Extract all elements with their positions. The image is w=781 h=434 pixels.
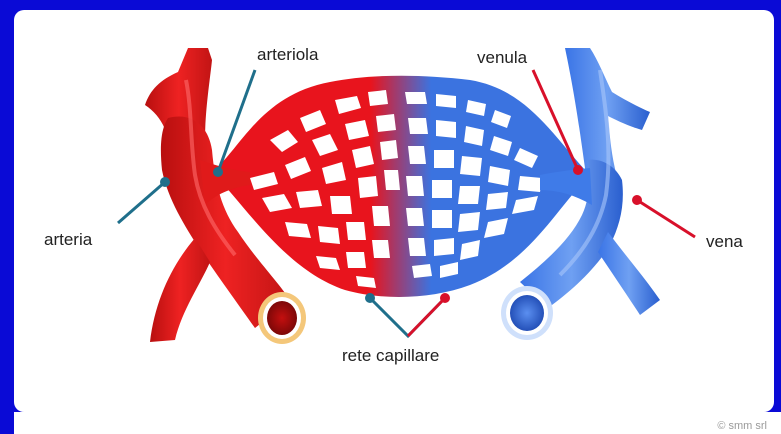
label-arteria: arteria (44, 231, 92, 248)
vein-cross-section (501, 286, 553, 340)
pointer-rete-capillare (365, 293, 450, 336)
pointer-arteria (118, 177, 170, 223)
artery-cross-section (258, 292, 306, 344)
label-arteriola: arteriola (257, 46, 318, 63)
pointer-vena (632, 195, 695, 237)
capillary-network (212, 76, 590, 297)
label-vena: vena (706, 233, 743, 250)
label-rete-capillare: rete capillare (342, 347, 439, 364)
label-venula: venula (477, 49, 527, 66)
